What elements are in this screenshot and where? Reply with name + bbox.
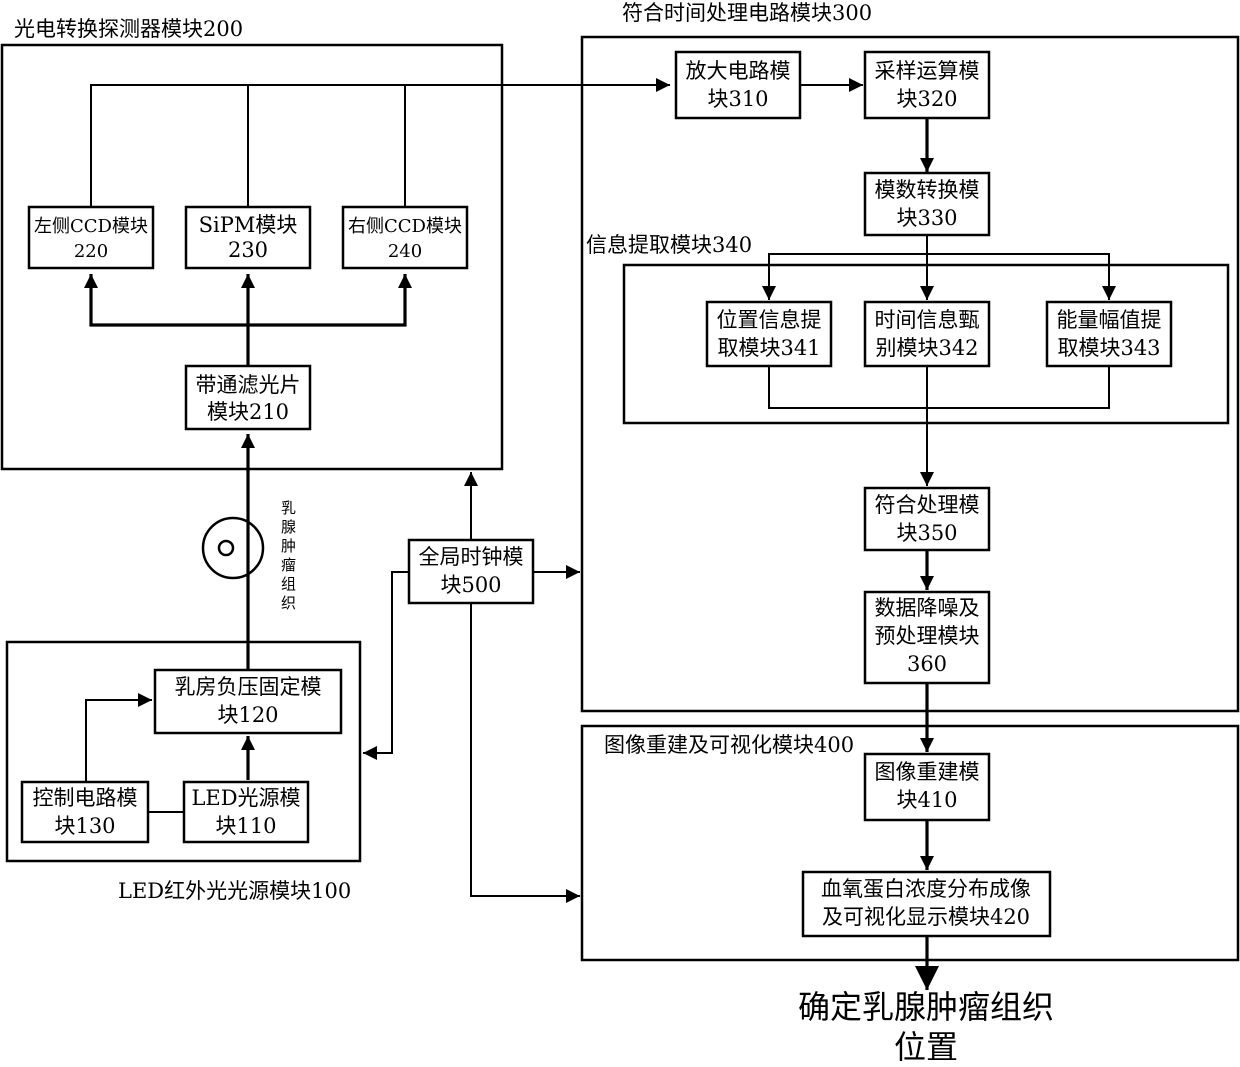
sipm-line2: 230 [228, 238, 268, 262]
control-to-breast-arrow [86, 700, 152, 782]
sipm-line1: SiPM模块 [199, 213, 298, 237]
sampling-line1: 采样运算模 [875, 59, 980, 83]
bandpass-to-left-ccd-arrow [91, 274, 248, 325]
adc-line1: 模数转换模 [875, 178, 980, 202]
control-line1: 控制电路模 [33, 786, 138, 810]
bandpass-to-right-ccd-arrow [248, 274, 405, 325]
coincidence-group-label: 符合时间处理电路模块300 [622, 1, 872, 25]
led-line1: LED光源模 [191, 786, 300, 810]
adc-line2: 块330 [896, 206, 957, 230]
left-ccd-line2: 220 [74, 241, 108, 262]
global-clock-line2: 块500 [440, 573, 501, 597]
hemoglobin-line1: 血氧蛋白浓度分布成像 [821, 877, 1031, 901]
recon-line2: 块410 [896, 788, 957, 812]
position-line2: 取模块341 [717, 336, 820, 360]
time-line1: 时间信息甄 [875, 308, 980, 332]
energy-line2: 取模块343 [1057, 336, 1160, 360]
breast-fix-line1: 乳房负压固定模 [175, 675, 322, 699]
tumor-tissue-label: 乳腺肿瘤组织 [279, 500, 297, 614]
adc-to-position-arrow [769, 254, 927, 300]
tumor-tissue-inner [219, 541, 233, 555]
right-ccd-line1: 右侧CCD模块 [348, 216, 462, 237]
clock-to-led-source-arrow [363, 572, 409, 753]
denoise-line2: 预处理模块 [875, 624, 980, 648]
extraction-group-label: 信息提取模块340 [586, 233, 752, 257]
adc-to-energy-arrow [927, 254, 1109, 300]
detector-group-label: 光电转换探测器模块200 [14, 17, 243, 41]
control-line2: 块130 [54, 814, 115, 838]
led-line2: 块110 [215, 814, 276, 838]
denoise-line3: 360 [907, 652, 947, 676]
led-source-group-label: LED红外光光源模块100 [118, 879, 351, 903]
position-line1: 位置信息提 [717, 308, 822, 332]
clock-to-reconstruction-arrow [471, 603, 580, 896]
hemoglobin-line2: 及可视化显示模块420 [822, 905, 1030, 929]
amplifier-line2: 块310 [707, 87, 768, 111]
output-line2: 位置 [894, 1028, 958, 1066]
sampling-line2: 块320 [896, 87, 957, 111]
amplifier-line1: 放大电路模 [686, 59, 791, 83]
reconstruction-group-label: 图像重建及可视化模块400 [604, 733, 854, 757]
recon-line1: 图像重建模 [875, 760, 980, 784]
output-line1: 确定乳腺肿瘤组织 [798, 988, 1054, 1026]
global-clock-line1: 全局时钟模 [419, 545, 524, 569]
bandpass-line2: 模块210 [207, 400, 289, 424]
bandpass-line1: 带通滤光片 [196, 373, 301, 397]
coincidence-proc-line2: 块350 [896, 521, 957, 545]
energy-line1: 能量幅值提 [1057, 308, 1162, 332]
left-ccd-line1: 左侧CCD模块 [34, 216, 148, 237]
extraction-merge-line [769, 366, 1109, 408]
time-line2: 别模块342 [875, 336, 978, 360]
right-ccd-line2: 240 [388, 241, 422, 262]
coincidence-proc-line1: 符合处理模 [875, 493, 980, 517]
breast-fix-line2: 块120 [217, 703, 278, 727]
denoise-line1: 数据降噪及 [875, 596, 980, 620]
